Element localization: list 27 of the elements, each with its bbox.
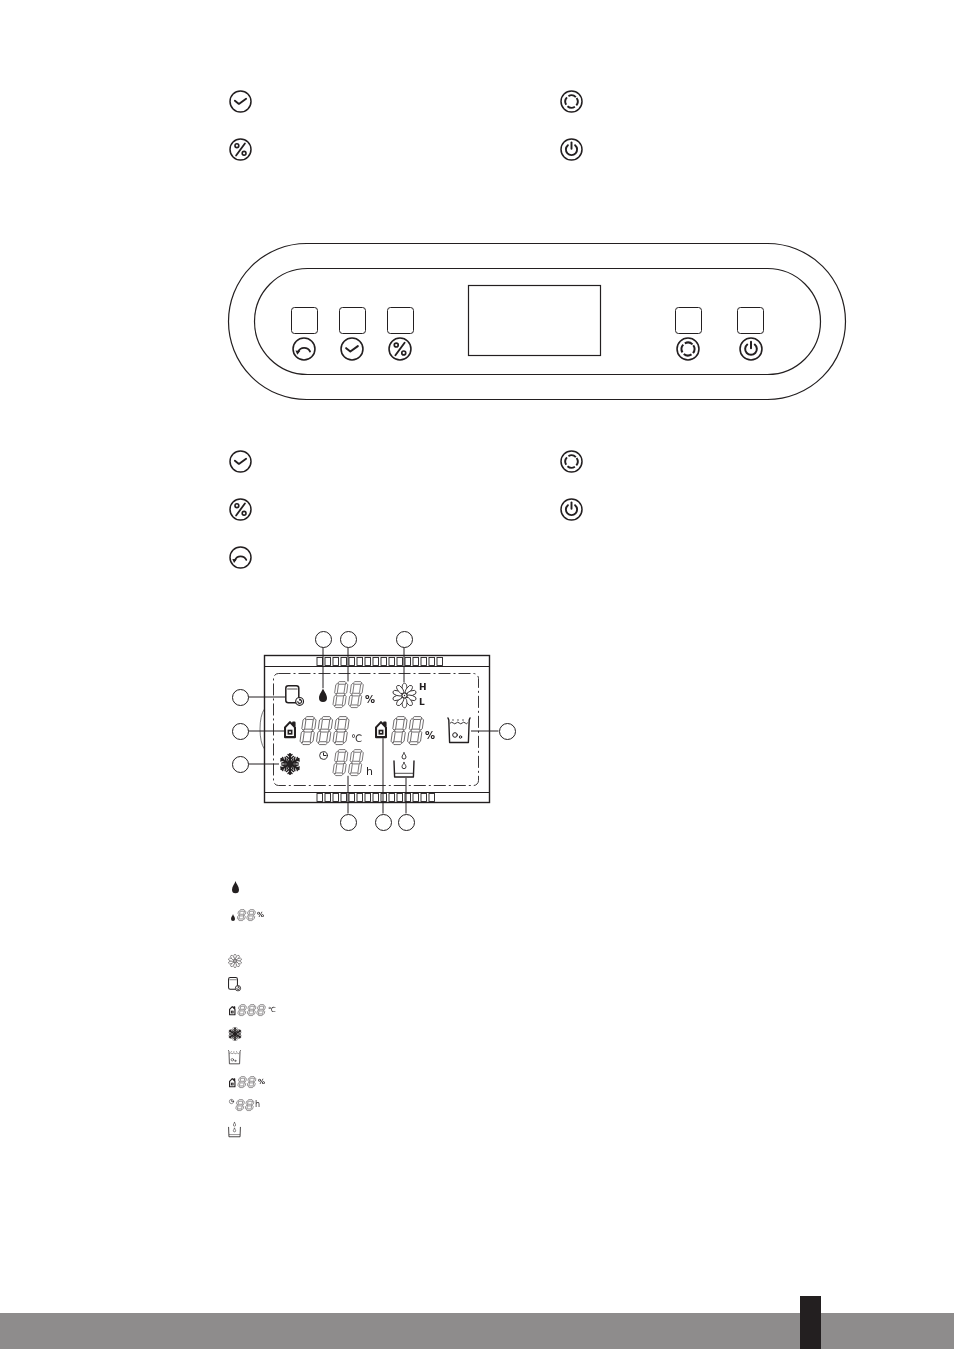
leader-line <box>248 696 286 698</box>
leader-line <box>322 647 324 689</box>
fan-icon <box>391 682 417 708</box>
segment-digits-icon <box>332 748 365 776</box>
leader-line <box>347 647 349 682</box>
unit-label: % <box>425 731 436 741</box>
leader-line <box>382 737 384 814</box>
container-icon <box>285 685 304 706</box>
leader-line <box>248 763 280 765</box>
drop-icon <box>319 688 327 702</box>
bucket-bubbles-icon <box>447 717 471 744</box>
leader-line <box>403 647 405 683</box>
house-icon <box>284 721 296 739</box>
leader-line <box>347 775 349 814</box>
leader-line <box>470 730 499 732</box>
snowflake-icon <box>279 753 301 775</box>
speed-label: L <box>419 698 425 707</box>
speed-label: H <box>419 683 427 692</box>
unit-label: h <box>255 1101 261 1109</box>
leader-line <box>248 730 285 732</box>
leader-line <box>405 777 407 814</box>
unit-label: ℃ <box>351 734 363 744</box>
house-icon <box>375 721 387 739</box>
unit-label: h <box>366 766 373 777</box>
unit-label: % <box>365 695 376 705</box>
bucket-drop-icon <box>393 752 415 778</box>
segment-digits-icon <box>332 681 365 709</box>
